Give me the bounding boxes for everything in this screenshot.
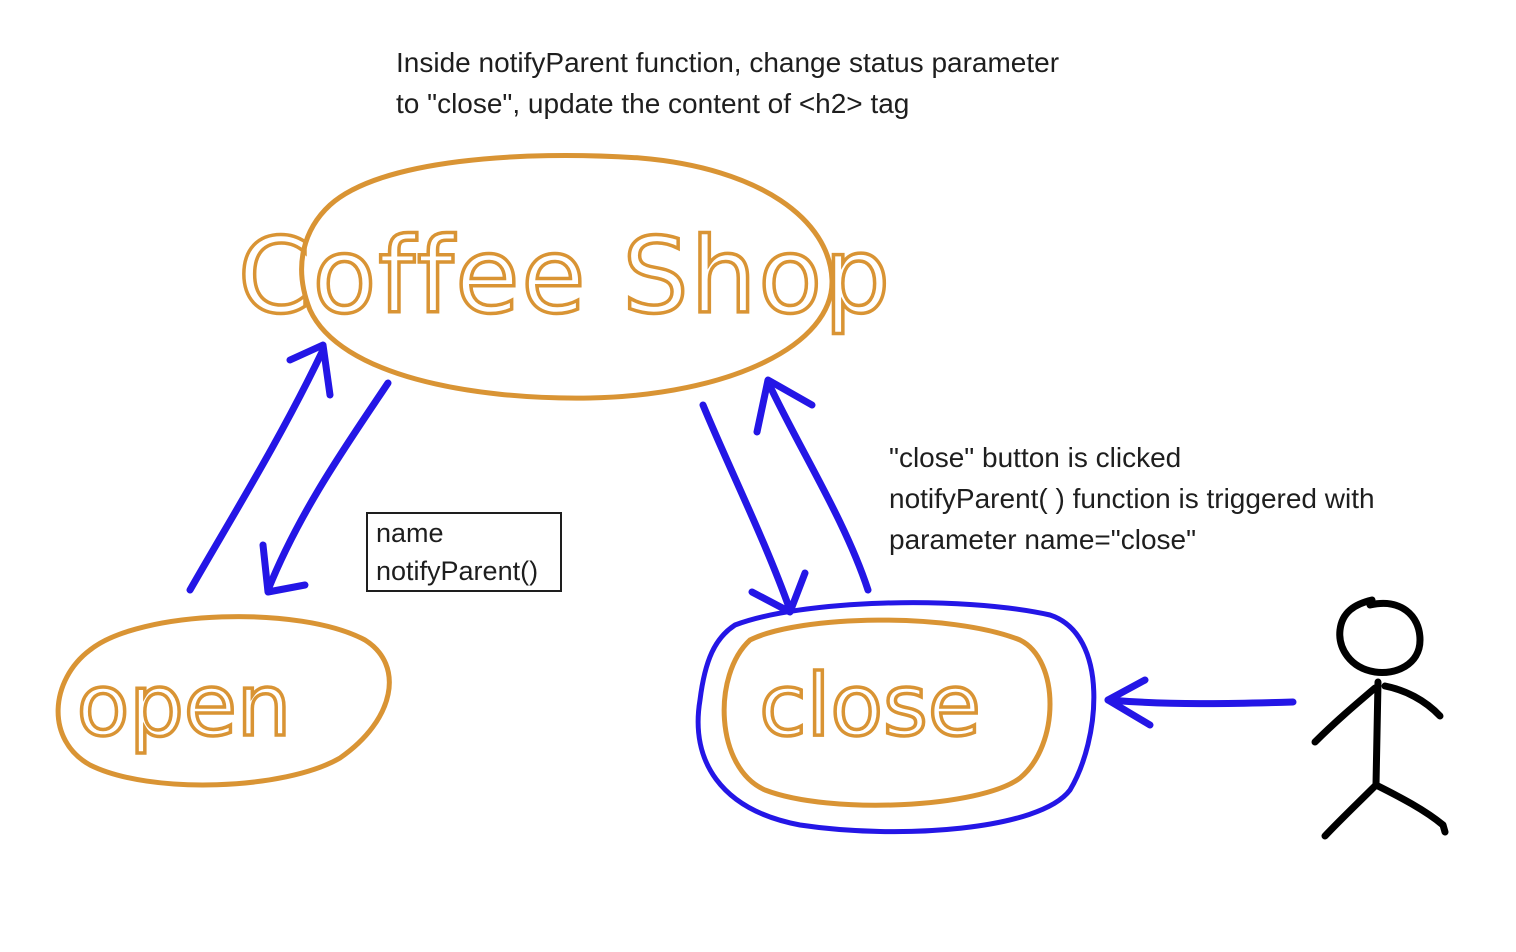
user-stick-figure-icon <box>1311 596 1449 840</box>
stick-figure-right-leg <box>1372 781 1449 836</box>
props-box: name notifyParent() <box>366 512 562 592</box>
close-label: close <box>759 656 981 756</box>
right-annotation: "close" button is clicked notifyParent( … <box>889 437 1375 560</box>
top-annotation-line-2: to "close", update the content of <h2> t… <box>396 88 910 119</box>
coffee-shop-label: Coffee Shop <box>238 215 892 337</box>
stick-figure-right-arm <box>1381 682 1444 720</box>
arrow-user-to-close <box>1104 676 1297 729</box>
coffee-shop-ellipse <box>299 152 835 401</box>
close-ellipse <box>721 617 1053 808</box>
top-annotation: Inside notifyParent function, change sta… <box>396 42 1059 124</box>
right-annotation-line-3: parameter name="close" <box>889 524 1197 555</box>
arrow-parent-to-open <box>259 379 392 596</box>
open-ellipse <box>55 614 392 788</box>
props-box-line-1: name <box>376 518 444 548</box>
open-label: open <box>77 656 292 756</box>
stick-figure-left-arm <box>1311 684 1379 746</box>
arrow-parent-to-close <box>699 401 809 616</box>
stick-figure-left-leg <box>1321 781 1380 840</box>
stick-figure-head <box>1336 596 1424 677</box>
close-node: close <box>695 600 1097 835</box>
close-outer-highlight <box>695 600 1097 835</box>
right-annotation-line-1: "close" button is clicked <box>889 442 1182 473</box>
stick-figure-body <box>1372 678 1382 789</box>
props-box-line-2: notifyParent() <box>376 556 539 586</box>
top-annotation-line-1: Inside notifyParent function, change sta… <box>396 47 1060 78</box>
arrow-close-to-parent <box>753 376 872 594</box>
right-annotation-line-2: notifyParent( ) function is triggered wi… <box>889 483 1375 514</box>
coffee-shop-node: Coffee Shop <box>236 152 892 401</box>
arrow-open-to-parent <box>186 341 334 594</box>
open-node: open <box>55 614 392 788</box>
